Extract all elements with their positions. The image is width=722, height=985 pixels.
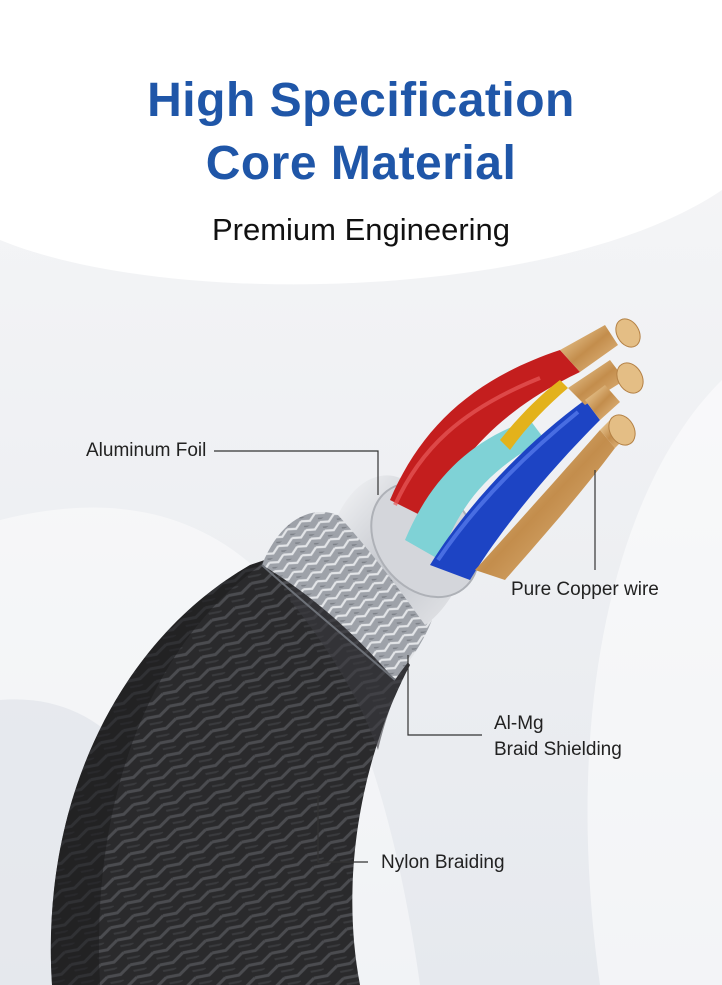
page-subtitle: Premium Engineering — [211, 212, 511, 247]
callout-nylon-braiding: Nylon Braiding — [381, 852, 505, 873]
inner-wires — [390, 350, 615, 580]
page-title-line-1: High Specification — [147, 74, 575, 127]
callout-line-al-mg — [407, 655, 482, 736]
callout-pure-copper-wire: Pure Copper wire — [511, 579, 659, 600]
callout-lines — [214, 450, 596, 863]
braid-shielding — [261, 512, 432, 681]
callout-al-mg-line-1: Al-Mg — [494, 713, 544, 734]
copper-conductors — [560, 318, 644, 448]
callout-line-nylon — [317, 795, 368, 863]
callout-line-aluminum-foil — [214, 450, 379, 495]
callout-aluminum-foil: Aluminum Foil — [86, 440, 207, 461]
callout-al-mg-line-2: Braid Shielding — [494, 739, 622, 760]
page-title-line-2: Core Material — [205, 137, 517, 190]
